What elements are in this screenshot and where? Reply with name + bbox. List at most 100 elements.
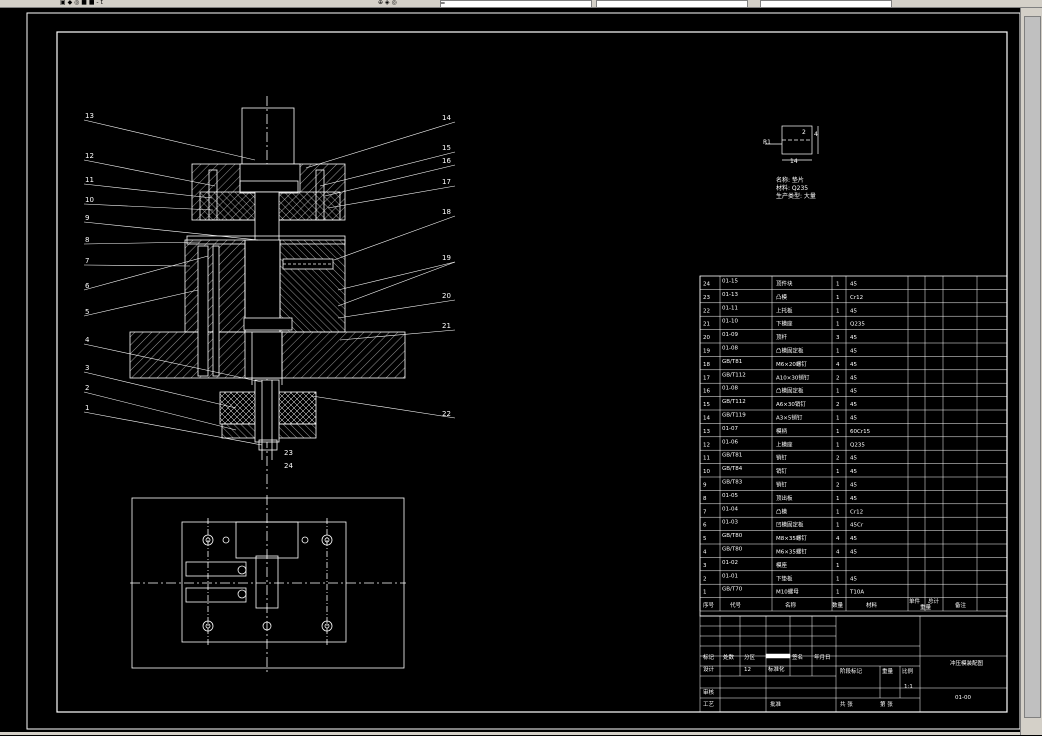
tb-sheets-total: 共 张 bbox=[840, 700, 853, 708]
bom-header-name: 名称 bbox=[785, 601, 797, 609]
part-sketch bbox=[765, 125, 819, 161]
bom-row-material: Q235 bbox=[850, 322, 865, 328]
bom-row-qty: 1 bbox=[836, 429, 840, 435]
bom-row-no: 9 bbox=[703, 483, 707, 489]
bom-row-qty: 2 bbox=[836, 375, 840, 381]
bom-row-qty: 1 bbox=[836, 563, 840, 569]
assembly-section-view bbox=[129, 96, 406, 490]
bom-row-code: 01-08 bbox=[722, 346, 738, 352]
bom-row-code: GB/T112 bbox=[722, 399, 746, 405]
sketch-dim-2: 2 bbox=[802, 129, 806, 136]
bom-row-material: T10A bbox=[849, 590, 864, 596]
bom-row-code: 01-07 bbox=[722, 426, 738, 432]
callout-18: 18 bbox=[442, 208, 451, 216]
bom-row-material: 45 bbox=[850, 308, 857, 314]
bom-row-no: 20 bbox=[703, 335, 710, 341]
bom-row-name: M8×35螺钉 bbox=[776, 534, 807, 542]
bom-row-no: 5 bbox=[703, 536, 707, 542]
callout-17: 17 bbox=[442, 178, 451, 186]
callout-4: 4 bbox=[85, 336, 90, 344]
bom-row-name: A10×30销钉 bbox=[776, 373, 810, 381]
bom-row-code: GB/T80 bbox=[722, 547, 743, 553]
bom-row-name: 销钉 bbox=[776, 467, 788, 475]
bom-row-no: 10 bbox=[703, 469, 710, 475]
scrollbar-thumb[interactable] bbox=[1024, 16, 1041, 718]
bom-row-qty: 3 bbox=[836, 335, 840, 341]
bom-row-name: 凸模 bbox=[776, 293, 788, 301]
bom-row-qty: 4 bbox=[836, 536, 840, 542]
bom-row-code: 01-02 bbox=[722, 560, 738, 566]
bom-row-material: 45 bbox=[850, 416, 857, 422]
bom-header-total: 总计 bbox=[928, 597, 940, 605]
callout-23: 23 bbox=[284, 449, 293, 457]
sketch-dim-14: 14 bbox=[790, 158, 798, 165]
bom-row-code: 01-06 bbox=[722, 439, 738, 445]
title-block-text: 标记 处数 分区 签名 年月日 设计 12 标准化 阶段标记 重量 比例 1:1… bbox=[703, 653, 984, 708]
bom-row-qty: 1 bbox=[836, 295, 840, 301]
bom-row-material: 45 bbox=[850, 349, 857, 355]
toolbar-lineweight-dropdown[interactable] bbox=[596, 0, 748, 7]
sketch-note-material: 材料: Q235 bbox=[776, 184, 808, 192]
bom-row-material: 45 bbox=[850, 282, 857, 288]
bom-row-name: 凸模固定板 bbox=[776, 387, 804, 395]
bom-row-code: 01-10 bbox=[722, 319, 738, 325]
bom-row-name: 模柄 bbox=[776, 427, 788, 435]
bom-row-material: 45 bbox=[850, 536, 857, 542]
callout-numbers: 13 12 11 10 9 8 7 6 5 4 3 2 1 14 15 16 1… bbox=[85, 112, 451, 470]
drawing-svg: 13 12 11 10 9 8 7 6 5 4 3 2 1 14 15 16 1… bbox=[26, 12, 1021, 730]
toolbar-layer-group[interactable]: ▣ ◆ ◎ ■ ■ - t bbox=[60, 0, 103, 6]
toolbar-linetype-dropdown[interactable]: ═ bbox=[440, 0, 592, 7]
bom-row-qty: 2 bbox=[836, 402, 840, 408]
tb-scale-val: 1:1 bbox=[904, 684, 913, 690]
toolbar-plotstyle-dropdown[interactable] bbox=[760, 0, 892, 7]
bom-header-material: 材料 bbox=[866, 601, 878, 609]
bom-row-name: A3×5销钉 bbox=[776, 414, 803, 422]
tb-approve: 批准 bbox=[770, 700, 782, 708]
bom-row-material: 45Cr bbox=[850, 523, 864, 529]
bom-row-code: GB/T112 bbox=[722, 372, 746, 378]
bom-row-name: 顶件块 bbox=[776, 280, 793, 288]
bom-row-code: GB/T70 bbox=[722, 587, 743, 593]
bom-row-material: 45 bbox=[850, 469, 857, 475]
bom-row-no: 1 bbox=[703, 590, 707, 596]
bom-row-no: 17 bbox=[703, 375, 710, 381]
bom-row-code: GB/T80 bbox=[722, 533, 743, 539]
bom-row-qty: 2 bbox=[836, 456, 840, 462]
toolbar-object-snap[interactable]: ⊕ ◈ ◎ bbox=[378, 0, 397, 6]
bom-row-no: 24 bbox=[703, 282, 710, 288]
callout-leaders bbox=[83, 119, 456, 446]
bom-row-no: 15 bbox=[703, 402, 710, 408]
callout-5: 5 bbox=[85, 308, 89, 316]
bom-row-name: 下模座 bbox=[776, 320, 793, 328]
bom-header-qty: 数量 bbox=[832, 601, 844, 609]
bom-row-material: 45 bbox=[850, 456, 857, 462]
bom-row-no: 7 bbox=[703, 509, 707, 515]
part-sketch-labels: R1 14 4 2 名称: 垫片 材料: Q235 生产类型: 大量 bbox=[763, 129, 818, 200]
tb-zone: 分区 bbox=[744, 653, 756, 661]
bom-row-no: 14 bbox=[703, 416, 710, 422]
tb-stage: 阶段标记 bbox=[840, 667, 863, 675]
drawing-canvas[interactable]: 13 12 11 10 9 8 7 6 5 4 3 2 1 14 15 16 1… bbox=[0, 8, 1021, 732]
bom-row-code: 01-03 bbox=[722, 520, 738, 526]
bom-row-material: 45 bbox=[850, 576, 857, 582]
vertical-scrollbar[interactable] bbox=[1020, 8, 1042, 735]
bom-row-no: 16 bbox=[703, 389, 710, 395]
tb-std: 标准化 bbox=[768, 665, 785, 673]
sketch-note-production: 生产类型: 大量 bbox=[776, 192, 816, 200]
bom-row-code: GB/T119 bbox=[722, 413, 746, 419]
bom-row-no: 22 bbox=[703, 308, 710, 314]
callout-13: 13 bbox=[85, 112, 94, 120]
callout-8: 8 bbox=[85, 236, 89, 244]
bom-row-name: 销钉 bbox=[776, 481, 788, 489]
bom-row-material: 45 bbox=[850, 389, 857, 395]
bom-row-no: 18 bbox=[703, 362, 710, 368]
bom-row-material: 45 bbox=[850, 362, 857, 368]
bom-row-qty: 1 bbox=[836, 523, 840, 529]
bom-row-qty: 2 bbox=[836, 483, 840, 489]
bom-row-name: 销钉 bbox=[776, 454, 788, 462]
bom-row-name: 上托板 bbox=[776, 306, 793, 314]
bom-row-name: 顶出板 bbox=[776, 494, 793, 502]
bom-row-code: GB/T84 bbox=[722, 466, 743, 472]
bom-row-code: 01-05 bbox=[722, 493, 738, 499]
tb-date: 年月日 bbox=[814, 653, 831, 661]
